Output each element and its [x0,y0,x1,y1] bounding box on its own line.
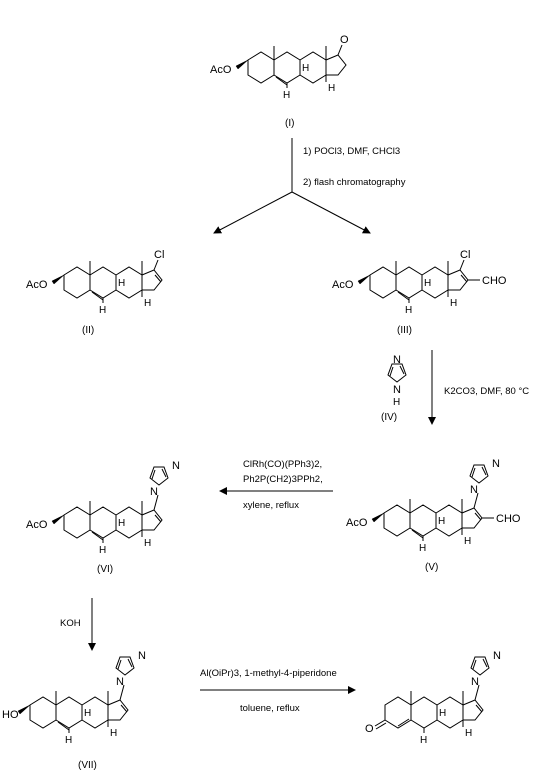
compound-VII-structure: HO N N H H H [2,650,146,746]
atom-formyl: CHO [482,275,507,287]
atom-hydrogen: H [144,538,151,549]
atom-formyl: CHO [496,513,521,525]
atom-nitrogen: N [470,484,478,496]
atom-acetoxy: AcO [26,519,48,531]
atom-hydrogen: H [65,735,72,746]
atom-oxo: O [340,34,349,46]
atom-hydrogen: H [438,516,445,527]
compound-III-structure: AcO Cl CHO H H H [332,249,507,316]
step5-conditions-line2: toluene, reflux [240,703,300,714]
atom-chloro: Cl [460,249,470,261]
compound-II-structure: AcO Cl H H H [26,249,164,316]
atom-hydrogen: H [419,543,426,554]
step3-conditions-line2: Ph2P(CH2)3PPh2, [243,474,323,485]
atom-acetoxy: AcO [26,279,48,291]
atom-hydrogen: H [302,63,309,74]
compound-label-I: (I) [285,118,294,129]
atom-nitrogen: N [493,650,501,662]
atom-hydrogen: H [283,90,290,101]
step4-conditions: KOH [60,618,81,629]
reaction-arrow-step1-left [213,191,293,234]
atom-hydroxy: HO [2,709,19,721]
atom-hydrogen: H [118,278,125,289]
atom-hydrogen: H [84,708,91,719]
compound-product-structure: O N N H H H [365,650,501,746]
step1-conditions-line2: 2) flash chromatography [303,177,406,188]
atom-hydrogen: H [464,536,471,547]
atom-chloro: Cl [154,249,164,261]
step3-conditions-line3: xylene, reflux [243,500,299,511]
compound-V-structure: AcO CHO N N H H H [346,458,521,554]
step2-conditions: K2CO3, DMF, 80 °C [444,386,529,397]
step1-conditions-line1: 1) POCl3, DMF, CHCl3 [303,146,400,157]
compound-label-V: (V) [425,562,438,573]
atom-nitrogen: N [116,676,124,688]
atom-nitrogen: N [393,384,401,396]
compound-label-VII: (VII) [78,760,97,771]
atom-nitrogen: N [492,458,500,470]
step5-conditions-line1: Al(OiPr)3, 1-methyl-4-piperidone [200,668,337,679]
atom-hydrogen: H [465,728,472,739]
atom-hydrogen: H [118,518,125,529]
compound-VI-structure: AcO N N H H H [26,460,180,556]
atom-nitrogen: N [172,460,180,472]
atom-nitrogen: N [150,486,158,498]
atom-hydrogen: H [424,278,431,289]
compound-label-IV: (IV) [381,412,397,423]
atom-hydrogen: H [450,298,457,309]
atom-hydrogen: H [99,305,106,316]
atom-acetoxy: AcO [210,64,232,76]
atom-nitrogen: N [138,650,146,662]
compound-IV-structure: N N H [387,354,407,408]
atom-hydrogen: H [405,305,412,316]
atom-hydrogen: H [393,397,400,408]
compound-I-structure: AcO O H H H [210,34,349,101]
compound-label-III: (III) [397,325,412,336]
atom-oxo: O [365,723,374,735]
reaction-arrow-step1-right [291,191,371,234]
atom-nitrogen: N [471,676,479,688]
compound-label-II: (II) [82,325,94,336]
atom-hydrogen: H [328,83,335,94]
atom-nitrogen: N [393,354,401,366]
atom-acetoxy: AcO [332,279,354,291]
step3-conditions-line1: ClRh(CO)(PPh3)2, [243,459,322,470]
atom-hydrogen: H [439,708,446,719]
atom-acetoxy: AcO [346,517,368,529]
atom-hydrogen: H [99,545,106,556]
atom-hydrogen: H [420,735,427,746]
atom-hydrogen: H [110,728,117,739]
compound-label-VI: (VI) [97,564,113,575]
atom-hydrogen: H [144,298,151,309]
